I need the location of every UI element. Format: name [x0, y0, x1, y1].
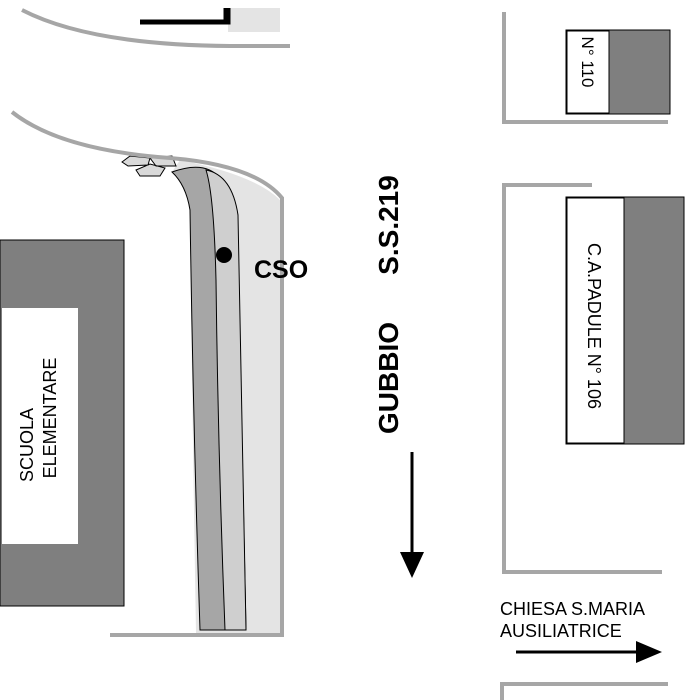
cso-marker-icon[interactable]	[216, 247, 232, 263]
school-label-line2: ELEMENTARE	[40, 358, 60, 479]
church-label-line1: CHIESA S.MARIA	[500, 599, 645, 619]
top-wall-outline	[140, 8, 231, 25]
road-code-label: S.S.219	[373, 175, 404, 275]
church-label-line2: AUSILIATRICE	[500, 621, 622, 641]
school-label-panel	[2, 308, 78, 544]
house-106-label-panel	[566, 197, 625, 444]
church-direction-arrow-icon	[516, 641, 662, 663]
right-bottom-edge	[500, 682, 668, 700]
road-name-label: GUBBIO	[373, 322, 404, 434]
house-110-label-panel	[566, 30, 610, 114]
school-label-line1: SCUOLA	[17, 408, 37, 482]
right-middle-edge	[502, 183, 662, 574]
road-direction-arrow-icon	[400, 452, 424, 578]
right-top-edge	[502, 12, 668, 124]
channel-water	[205, 169, 247, 631]
cso-label: CSO	[254, 256, 308, 284]
house-106-label: C.A.PADULE N° 106	[584, 243, 604, 409]
top-building-light	[228, 8, 280, 32]
house-110-label: N° 110	[578, 37, 597, 88]
top-road-edge	[21, 8, 290, 48]
left-road-edge	[10, 110, 284, 637]
